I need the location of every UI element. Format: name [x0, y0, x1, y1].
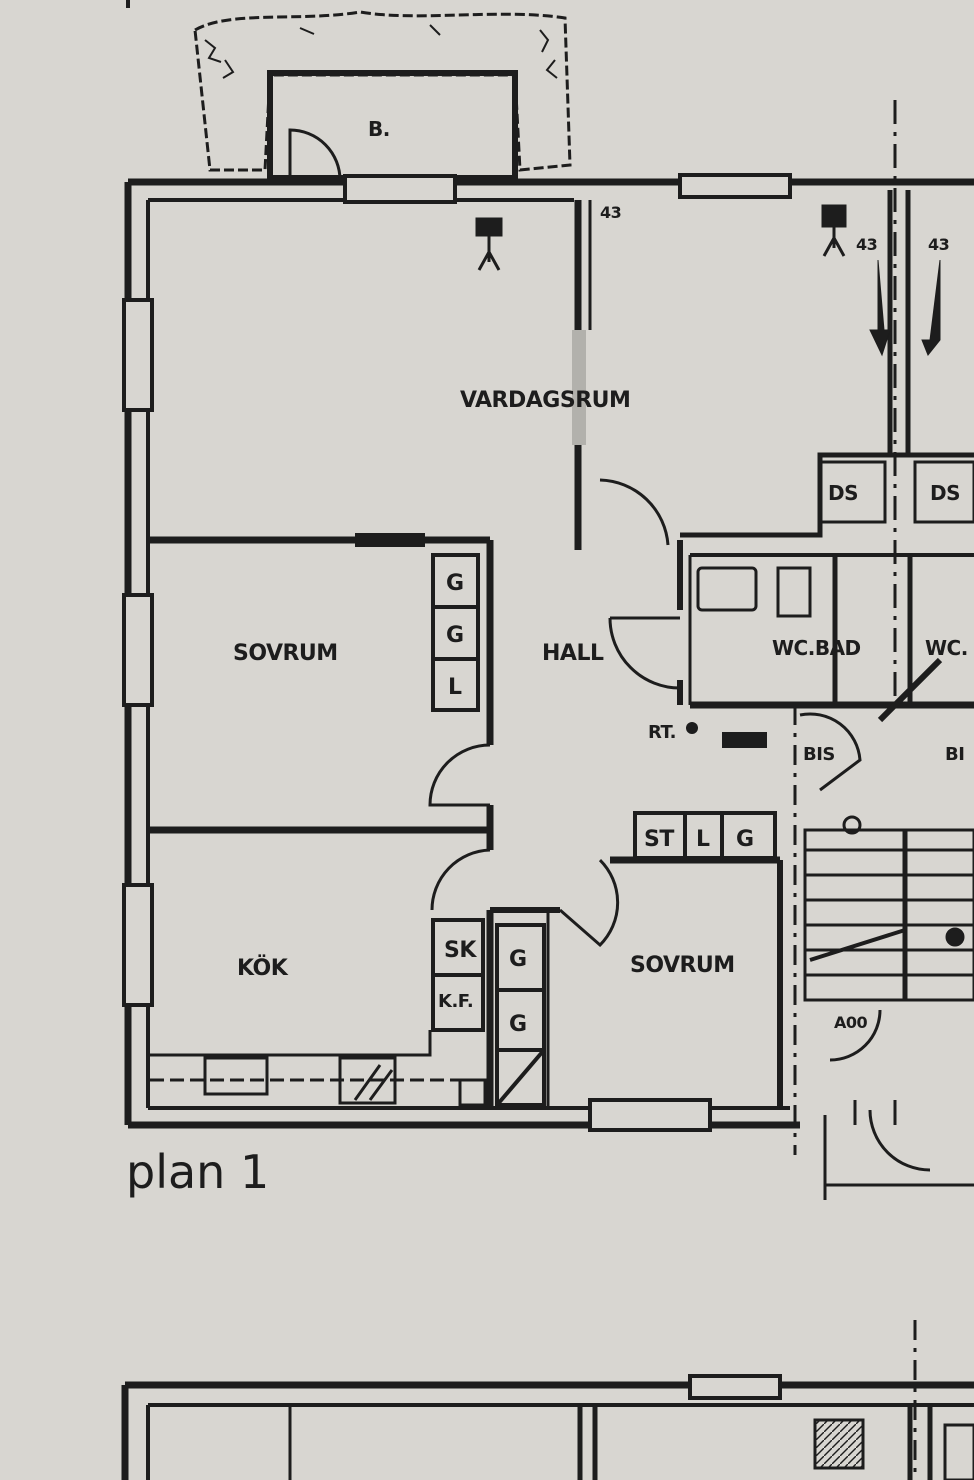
next-plan-outline [121, 1320, 974, 1480]
bathroom-neighbor-label: WC. [925, 636, 968, 660]
bis-2-label: BI [945, 744, 964, 765]
hall-label: HALL [542, 641, 604, 666]
bedroom-2-label: SOVRUM [630, 953, 735, 978]
interior-walls [148, 100, 974, 1155]
meter-symbol [722, 732, 767, 748]
storage-g-label: G [736, 827, 754, 852]
kitchen-counter [148, 1030, 487, 1107]
kitchen-kf-label: K.F. [438, 991, 473, 1012]
closet-g2-label: G [446, 623, 464, 648]
entrance-marks [823, 1100, 974, 1200]
living-room-label: VARDAGSRUM [460, 388, 630, 413]
bathroom-label: WC.BAD [772, 636, 861, 660]
storage-st-label: ST [644, 827, 674, 852]
stairs [803, 815, 974, 1002]
shower-1-label: DS [828, 481, 858, 505]
storage-l-label: L [696, 827, 710, 852]
doors [428, 478, 931, 1172]
bedroom2-g1-label: G [509, 947, 527, 972]
radiator-rt-label: RT. [648, 722, 676, 743]
closet-g1-label: G [446, 571, 464, 596]
bis-1-label: BIS [803, 744, 835, 765]
balcony-label: B. [368, 117, 390, 141]
plan-caption: plan 1 [126, 1145, 269, 1199]
vent-symbols [475, 204, 941, 357]
closet-l-label: L [448, 675, 462, 700]
kitchen-label: KÖK [237, 955, 289, 981]
kitchen-sk-label: SK [444, 938, 477, 963]
bedroom-1-label: SOVRUM [233, 641, 338, 666]
shower-2-label: DS [930, 481, 960, 505]
bathroom-fixtures [696, 460, 974, 723]
stair-note-label: A00 [834, 1013, 868, 1032]
dim-1-label: 43 [600, 203, 621, 222]
radiator-symbol [686, 722, 698, 734]
balcony: B. [193, 10, 572, 181]
dim-3-label: 43 [928, 235, 949, 254]
closets [431, 553, 777, 1107]
bedroom2-g2-label: G [509, 1012, 527, 1037]
dim-2-label: 43 [856, 235, 877, 254]
windows [122, 173, 792, 1132]
